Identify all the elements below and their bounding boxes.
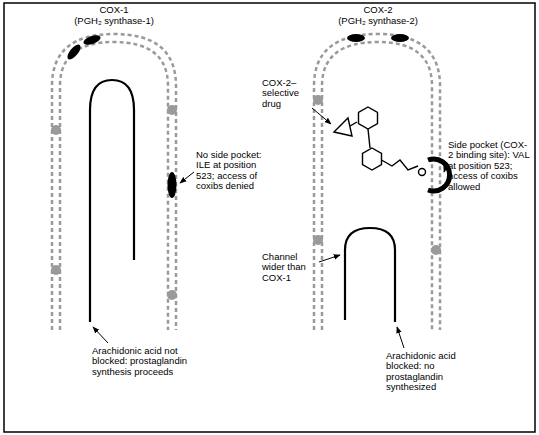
leader-arrow bbox=[319, 255, 340, 262]
drug-side-chain bbox=[382, 160, 419, 170]
cox1-membrane bbox=[52, 34, 176, 330]
side-pocket-val523 bbox=[428, 159, 450, 191]
ile523-residue bbox=[168, 172, 177, 198]
residue-dot bbox=[51, 265, 61, 275]
channel-wall-inner bbox=[322, 42, 432, 330]
residue-dot bbox=[431, 245, 441, 255]
residue-dot bbox=[51, 125, 61, 135]
channel-wall-outer bbox=[314, 34, 440, 330]
channel-label: Channel wider than COX-1 bbox=[262, 252, 314, 283]
leader-arrow bbox=[93, 327, 108, 343]
drug-side-group bbox=[419, 169, 426, 176]
leader-arrow bbox=[180, 172, 194, 183]
leader-arrow bbox=[397, 327, 404, 348]
side-pocket-label: Side pocket (COX-2 binding site): VAL at… bbox=[448, 140, 532, 192]
leader-arrows bbox=[93, 108, 446, 348]
channel-wall-outer bbox=[52, 34, 176, 330]
panel-subtitle: (PGH₂ synthase-1) bbox=[54, 16, 174, 26]
residue-label: No side pocket: ILE at position 523; acc… bbox=[196, 150, 268, 192]
drug-bond bbox=[368, 129, 370, 148]
drug-bond bbox=[350, 122, 357, 126]
panel-title: COX-2 bbox=[323, 5, 433, 15]
arachidonic-acid bbox=[345, 228, 395, 322]
panel-title: COX-1 bbox=[59, 5, 169, 15]
panel-subtitle: (PGH₂ synthase-2) bbox=[318, 16, 438, 26]
cox1-black-residues bbox=[65, 33, 176, 198]
arachidonic-acid bbox=[90, 80, 134, 322]
cox2-black-residues bbox=[347, 34, 409, 42]
residue-dot bbox=[313, 95, 323, 105]
residue-dot bbox=[167, 290, 177, 300]
drug-ring-hexagon bbox=[359, 107, 378, 129]
residue-oval bbox=[347, 34, 365, 42]
cox2-residues bbox=[313, 95, 441, 255]
drug-ring-triangle bbox=[334, 118, 352, 136]
residue-dot bbox=[167, 105, 177, 115]
residue-oval bbox=[391, 34, 409, 42]
cox2-membrane bbox=[314, 34, 440, 330]
residue-oval bbox=[65, 43, 83, 62]
leader-arrow bbox=[312, 108, 331, 124]
leader-arrow bbox=[444, 166, 446, 172]
channel-wall-inner bbox=[60, 42, 168, 330]
substrate-label: Arachidonic acid blocked: no prostagland… bbox=[386, 351, 486, 393]
drug-label: COX-2–selective drug bbox=[262, 78, 314, 109]
coxib-drug-structure bbox=[334, 107, 426, 176]
cox1-residues bbox=[51, 105, 177, 300]
residue-dot bbox=[313, 235, 323, 245]
residue-oval bbox=[82, 33, 102, 47]
drug-ring-hexagon bbox=[363, 148, 382, 170]
substrate-label: Arachidonic acid not blocked: prostaglan… bbox=[92, 346, 192, 377]
figure-frame bbox=[4, 3, 535, 432]
